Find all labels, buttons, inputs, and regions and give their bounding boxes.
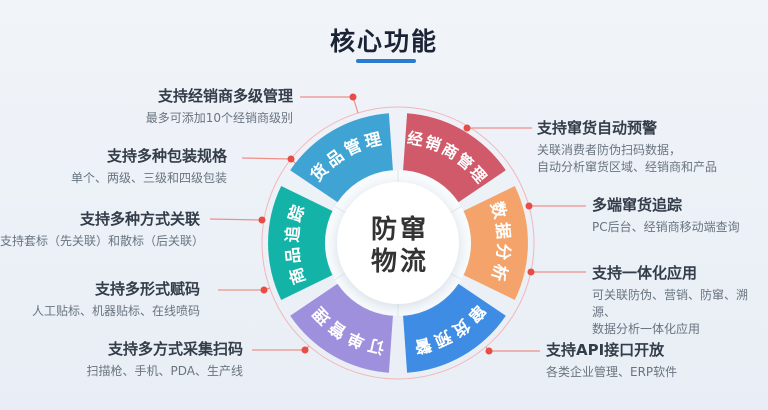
connector-dots	[258, 93, 535, 355]
connector-line-right-4	[485, 346, 540, 352]
center-label-line1: 防窜	[371, 214, 429, 245]
ring-segment-order-management	[290, 283, 393, 373]
connector-dot	[301, 346, 309, 354]
callout-association-methods: 支持多种方式关联 支持套标（先关联）和散标（后关联）	[0, 209, 205, 250]
title-underline	[356, 59, 416, 63]
callout-desc: 各类企业管理、ERP软件	[546, 365, 678, 379]
callout-title: 支持窜货自动预警	[537, 119, 658, 137]
connector-dot	[527, 268, 535, 276]
callout-title: 支持多形式赋码	[94, 280, 200, 298]
callout-title: 支持API接口开放	[546, 341, 665, 359]
callout-coding-forms: 支持多形式赋码 人工贴标、机器贴标、在线喷码	[32, 279, 200, 320]
center-circle	[337, 182, 459, 304]
ring-segment-goods-management	[290, 113, 393, 203]
callout-title: 支持多种方式关联	[79, 210, 200, 228]
connector-dot	[258, 216, 266, 224]
callout-desc: PC后台、经销商移动端查询	[592, 220, 740, 234]
callout-desc: 单个、两级、三级和四级包装	[70, 171, 227, 185]
connector-dot	[525, 202, 533, 210]
connector-line-left-1	[300, 96, 359, 114]
callout-desc: 关联消费者防伪扫码数据， 自动分析窜货区域、经销商和产品	[537, 143, 718, 174]
callout-title: 支持经销商多级管理	[157, 87, 293, 105]
callout-title: 支持一体化应用	[592, 264, 698, 282]
callout-multi-terminal-tracking: 多端窜货追踪 PC后台、经销商移动端查询	[592, 195, 740, 236]
callout-packaging-specs: 支持多种包装规格 单个、两级、三级和四级包装	[71, 146, 227, 187]
callout-integrated-application: 支持一体化应用 可关联防伪、营销、防窜、溯源、 数据分析一体化应用	[592, 263, 768, 338]
ring-segment-product-tracking	[268, 186, 334, 300]
connector-dot	[260, 286, 268, 294]
connector-dot	[463, 124, 471, 132]
center-label-line2: 物流	[371, 247, 429, 277]
callout-title: 支持多种包装规格	[106, 147, 227, 165]
callout-desc: 可关联防伪、营销、防窜、溯源、 数据分析一体化应用	[592, 288, 749, 336]
callout-desc: 最多可添加10个经销商级别	[145, 111, 293, 125]
callout-distributor-levels: 支持经销商多级管理 最多可添加10个经销商级别	[146, 86, 293, 127]
feature-ring	[268, 113, 528, 373]
callout-auto-warning: 支持窜货自动预警 关联消费者防伪扫码数据， 自动分析窜货区域、经销商和产品	[537, 118, 717, 176]
callout-desc: 人工贴标、机器贴标、在线喷码	[31, 304, 200, 318]
connector-line-left-3	[209, 218, 263, 221]
callout-desc: 扫描枪、手机、PDA、生产线	[86, 364, 243, 378]
page-title: 核心功能	[329, 27, 438, 56]
callout-scan-collection: 支持多方式采集扫码 扫描枪、手机、PDA、生产线	[87, 339, 243, 380]
center-label: 防窜 物流	[371, 214, 429, 277]
ring-segment-data-analysis	[462, 186, 528, 300]
callout-api-openness: 支持API接口开放 各类企业管理、ERP软件	[546, 340, 677, 381]
connector-dot	[349, 93, 357, 101]
ring-segment-diversion-warning	[403, 283, 506, 373]
callout-title: 多端窜货追踪	[592, 196, 683, 214]
connector-dot	[485, 347, 493, 355]
outline-circle	[261, 106, 535, 380]
ring-segment-distributor-management	[403, 113, 506, 203]
callout-title: 支持多方式采集扫码	[107, 340, 243, 358]
connector-line-left-5	[252, 345, 310, 351]
callout-desc: 支持套标（先关联）和散标（后关联）	[0, 234, 205, 248]
connector-dot	[287, 155, 295, 163]
